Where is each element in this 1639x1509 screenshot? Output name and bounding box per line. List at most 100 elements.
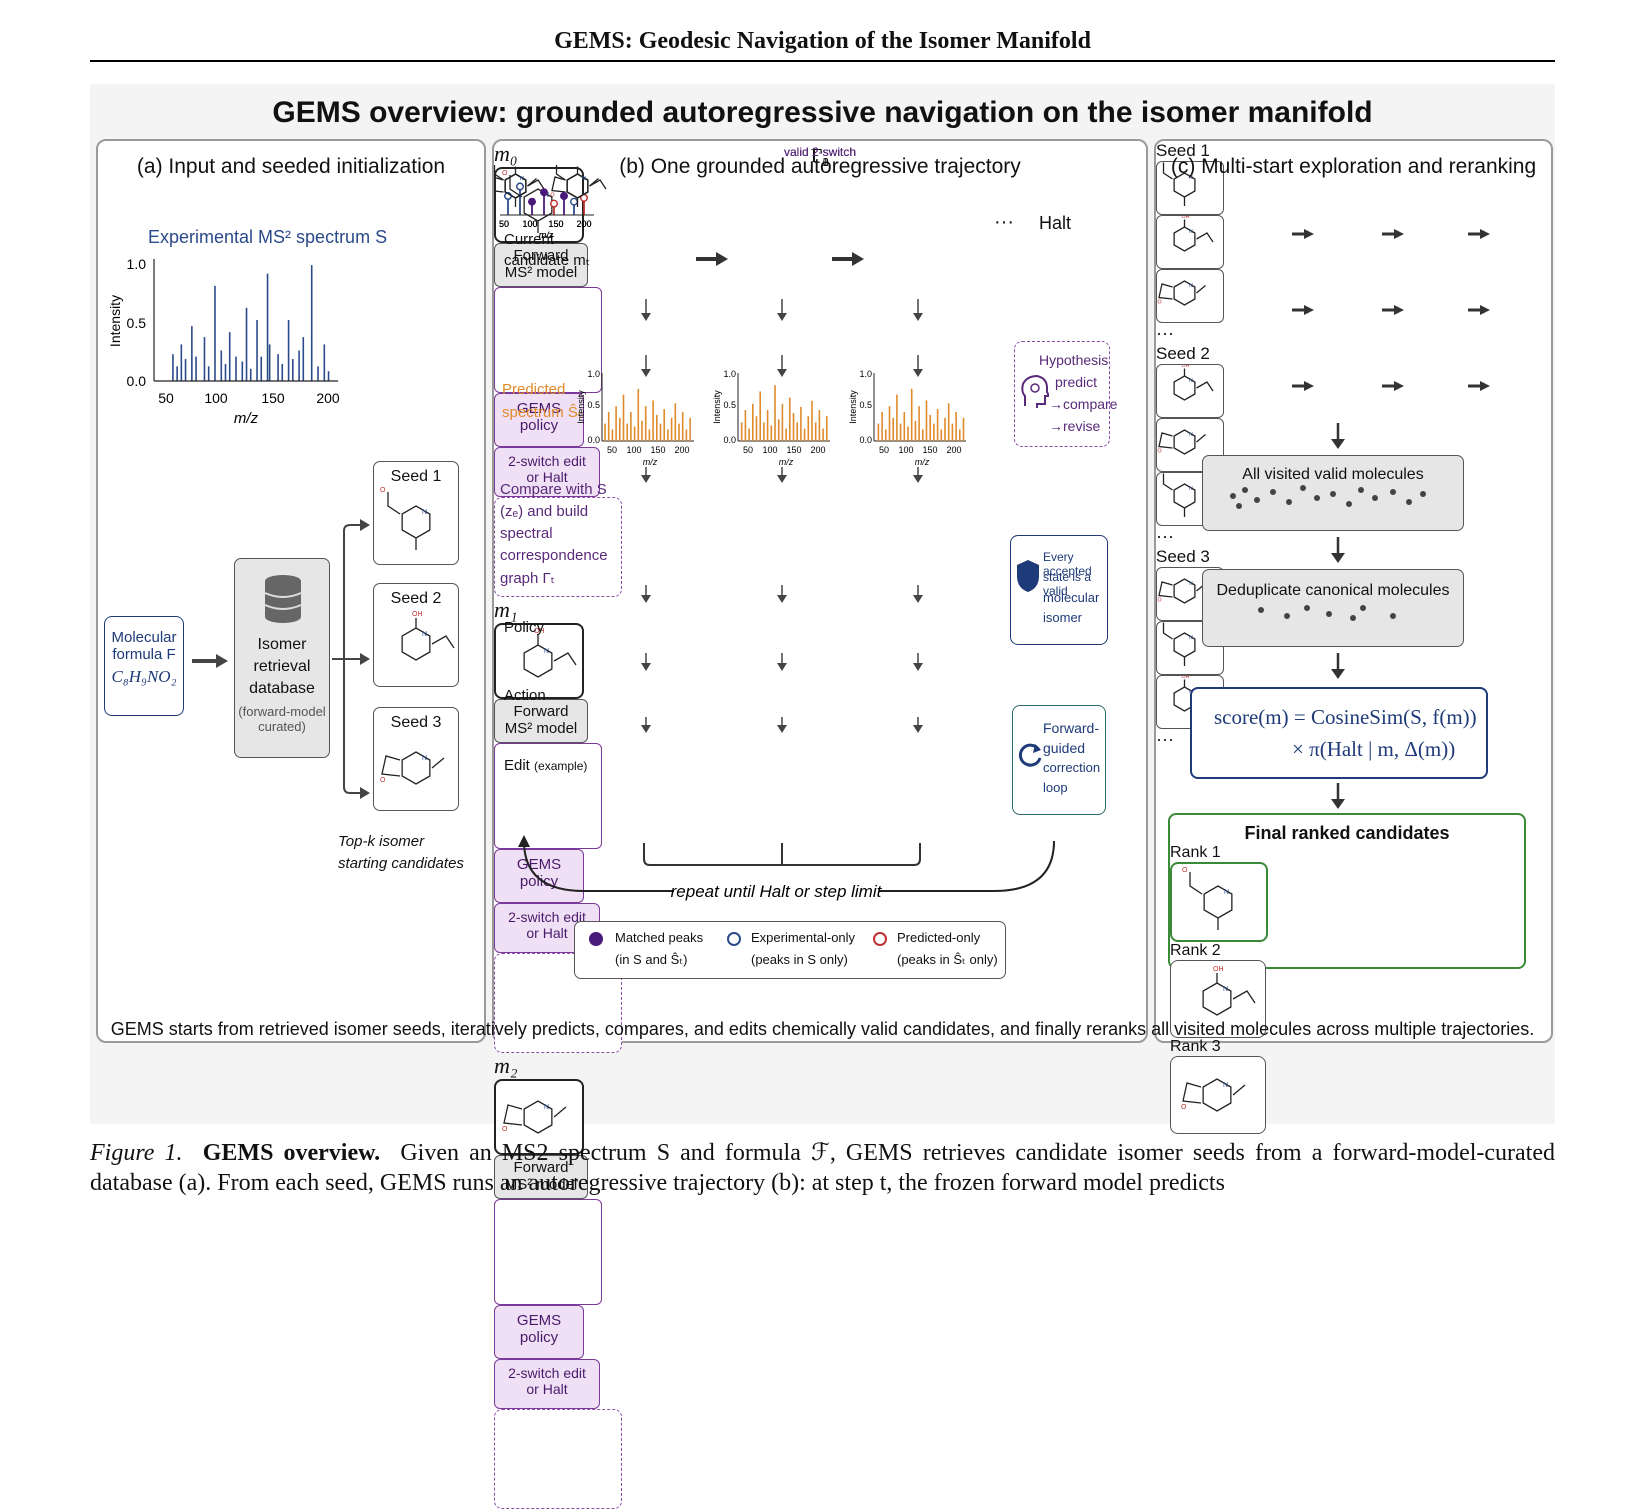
forward-model-label: Forward <box>513 247 569 264</box>
svg-text:N: N <box>1223 986 1228 993</box>
svg-text:N: N <box>1189 283 1193 289</box>
branch-arrows <box>332 519 370 799</box>
arrow-icon <box>192 654 228 668</box>
x-axis-label: m/z <box>643 457 658 467</box>
svg-text:O: O <box>1158 300 1162 306</box>
visited-label: All visited valid molecules <box>1242 466 1424 483</box>
svg-text:N: N <box>422 631 427 638</box>
correction-loop-box: Forward- guided correction loop <box>1012 705 1106 815</box>
ytick: 0.0 <box>587 435 600 445</box>
xtick: 150 <box>548 219 563 229</box>
db-label: retrieval <box>253 658 311 675</box>
edit-example: valid 2-switchONOHN <box>494 145 856 597</box>
figure: GEMS overview: grounded autoregressive n… <box>90 84 1555 1509</box>
legend-label: Predicted-only <box>897 930 981 945</box>
loop-note: correction <box>1043 760 1101 775</box>
gamma-label: Γ₂ <box>810 145 830 167</box>
down-arrow-icon <box>641 717 651 733</box>
policy-label: policy <box>519 873 559 890</box>
xtick: 200 <box>316 390 340 406</box>
molecule-dot <box>1420 491 1426 497</box>
repeat-loop-arrow: repeat until Halt or step limit <box>518 835 1055 901</box>
molecule-dot <box>1390 489 1396 495</box>
dedup-label: Deduplicate canonical molecules <box>1216 582 1450 599</box>
forward-model-label: MS² model <box>504 720 578 737</box>
policy-label: GEMS <box>516 400 562 417</box>
score-formula-box: score(m) = CosineSim(S, f(m)) × π(Halt |… <box>1190 687 1488 779</box>
hypothesis-box: Hypothesis predict →compare →revise <box>1014 341 1117 447</box>
molecule-icon: ON <box>1182 867 1233 930</box>
xtick: 50 <box>499 219 509 229</box>
svg-text:OH: OH <box>1182 676 1190 680</box>
molecule-dot <box>1236 503 1242 509</box>
xtick: 200 <box>946 445 961 455</box>
xtick: 150 <box>786 445 801 455</box>
seed-molecule: ON <box>1156 159 1224 215</box>
xtick: 150 <box>650 445 665 455</box>
database-icon <box>264 575 302 623</box>
panel-b: (b) One grounded autoregressive trajecto… <box>492 139 1148 1509</box>
molecule-icon: ON <box>1158 280 1206 306</box>
down-arrow-icon <box>777 585 787 603</box>
experimental-spectrum-chart: 1.0 0.5 0.0 50 100 150 200 m/z Intensity <box>107 256 340 427</box>
formula-value: C₈H₉NO₂ <box>111 667 177 686</box>
xtick: 100 <box>522 219 537 229</box>
edit-example: valid 2-switchONON <box>494 145 856 1509</box>
arrow-icon <box>832 252 864 266</box>
xtick: 50 <box>743 445 753 455</box>
y-axis-label: Intensity <box>712 390 722 424</box>
ellipsis: ··· <box>1156 729 1174 749</box>
forward-model-label: Forward <box>513 703 569 720</box>
rank-label: Rank 3 <box>1170 1038 1221 1055</box>
panel-c: (c) Multi-start exploration and rerankin… <box>1154 139 1553 1134</box>
molecule-icon: ON <box>1158 619 1196 666</box>
molecule-icon: ON <box>502 1100 567 1134</box>
figure-caption: Figure 1. GEMS overview. Given an MS2 sp… <box>90 1138 1555 1198</box>
loop-note: guided <box>1043 740 1086 756</box>
valid-note: isomer <box>1043 610 1083 625</box>
figure-title: GEMS overview: grounded autoregressive n… <box>272 96 1373 129</box>
svg-text:O: O <box>1181 1104 1187 1111</box>
down-arrow-icon <box>641 585 651 603</box>
ellipsis: ··· <box>994 211 1014 233</box>
down-arrow-icon <box>777 355 787 377</box>
policy-label: GEMS <box>516 856 562 873</box>
ytick: 1.0 <box>587 369 600 379</box>
hypothesis-text: Hypothesis <box>1039 352 1109 368</box>
edit-tag: valid 2-switch <box>783 145 857 159</box>
xtick: 200 <box>576 219 591 229</box>
action-label: or Halt <box>526 1381 568 1397</box>
row-label: correspondence <box>500 547 608 564</box>
ytick: 1.0 <box>859 369 872 379</box>
down-arrow-icon <box>1331 783 1345 809</box>
svg-text:N: N <box>582 176 586 182</box>
molecule-dot <box>1346 501 1352 507</box>
figure-inner-caption: GEMS starts from retrieved isomer seeds,… <box>110 1019 1535 1039</box>
row-label: Compare with S <box>500 481 607 498</box>
svg-text:OH: OH <box>1213 966 1224 973</box>
xtick: 150 <box>548 219 563 229</box>
topk-label: starting candidates <box>338 855 464 872</box>
action-label: 2-switch edit <box>508 1365 586 1381</box>
hypothesis-text: →revise <box>1049 418 1101 434</box>
valid-isomer-box: Every accepted state is a valid molecula… <box>1010 535 1108 645</box>
xtick: 50 <box>499 219 509 229</box>
xtick: 200 <box>674 445 689 455</box>
svg-text:N: N <box>422 509 427 516</box>
molecule-icon: ON <box>380 751 445 785</box>
molecule-icon: OHN <box>523 628 577 678</box>
molecule-icon: ON <box>1158 429 1206 455</box>
molecule-dot <box>1304 605 1310 611</box>
svg-text:N: N <box>422 755 427 762</box>
xtick: 150 <box>261 390 285 406</box>
y-axis-label: Intensity <box>576 390 586 424</box>
